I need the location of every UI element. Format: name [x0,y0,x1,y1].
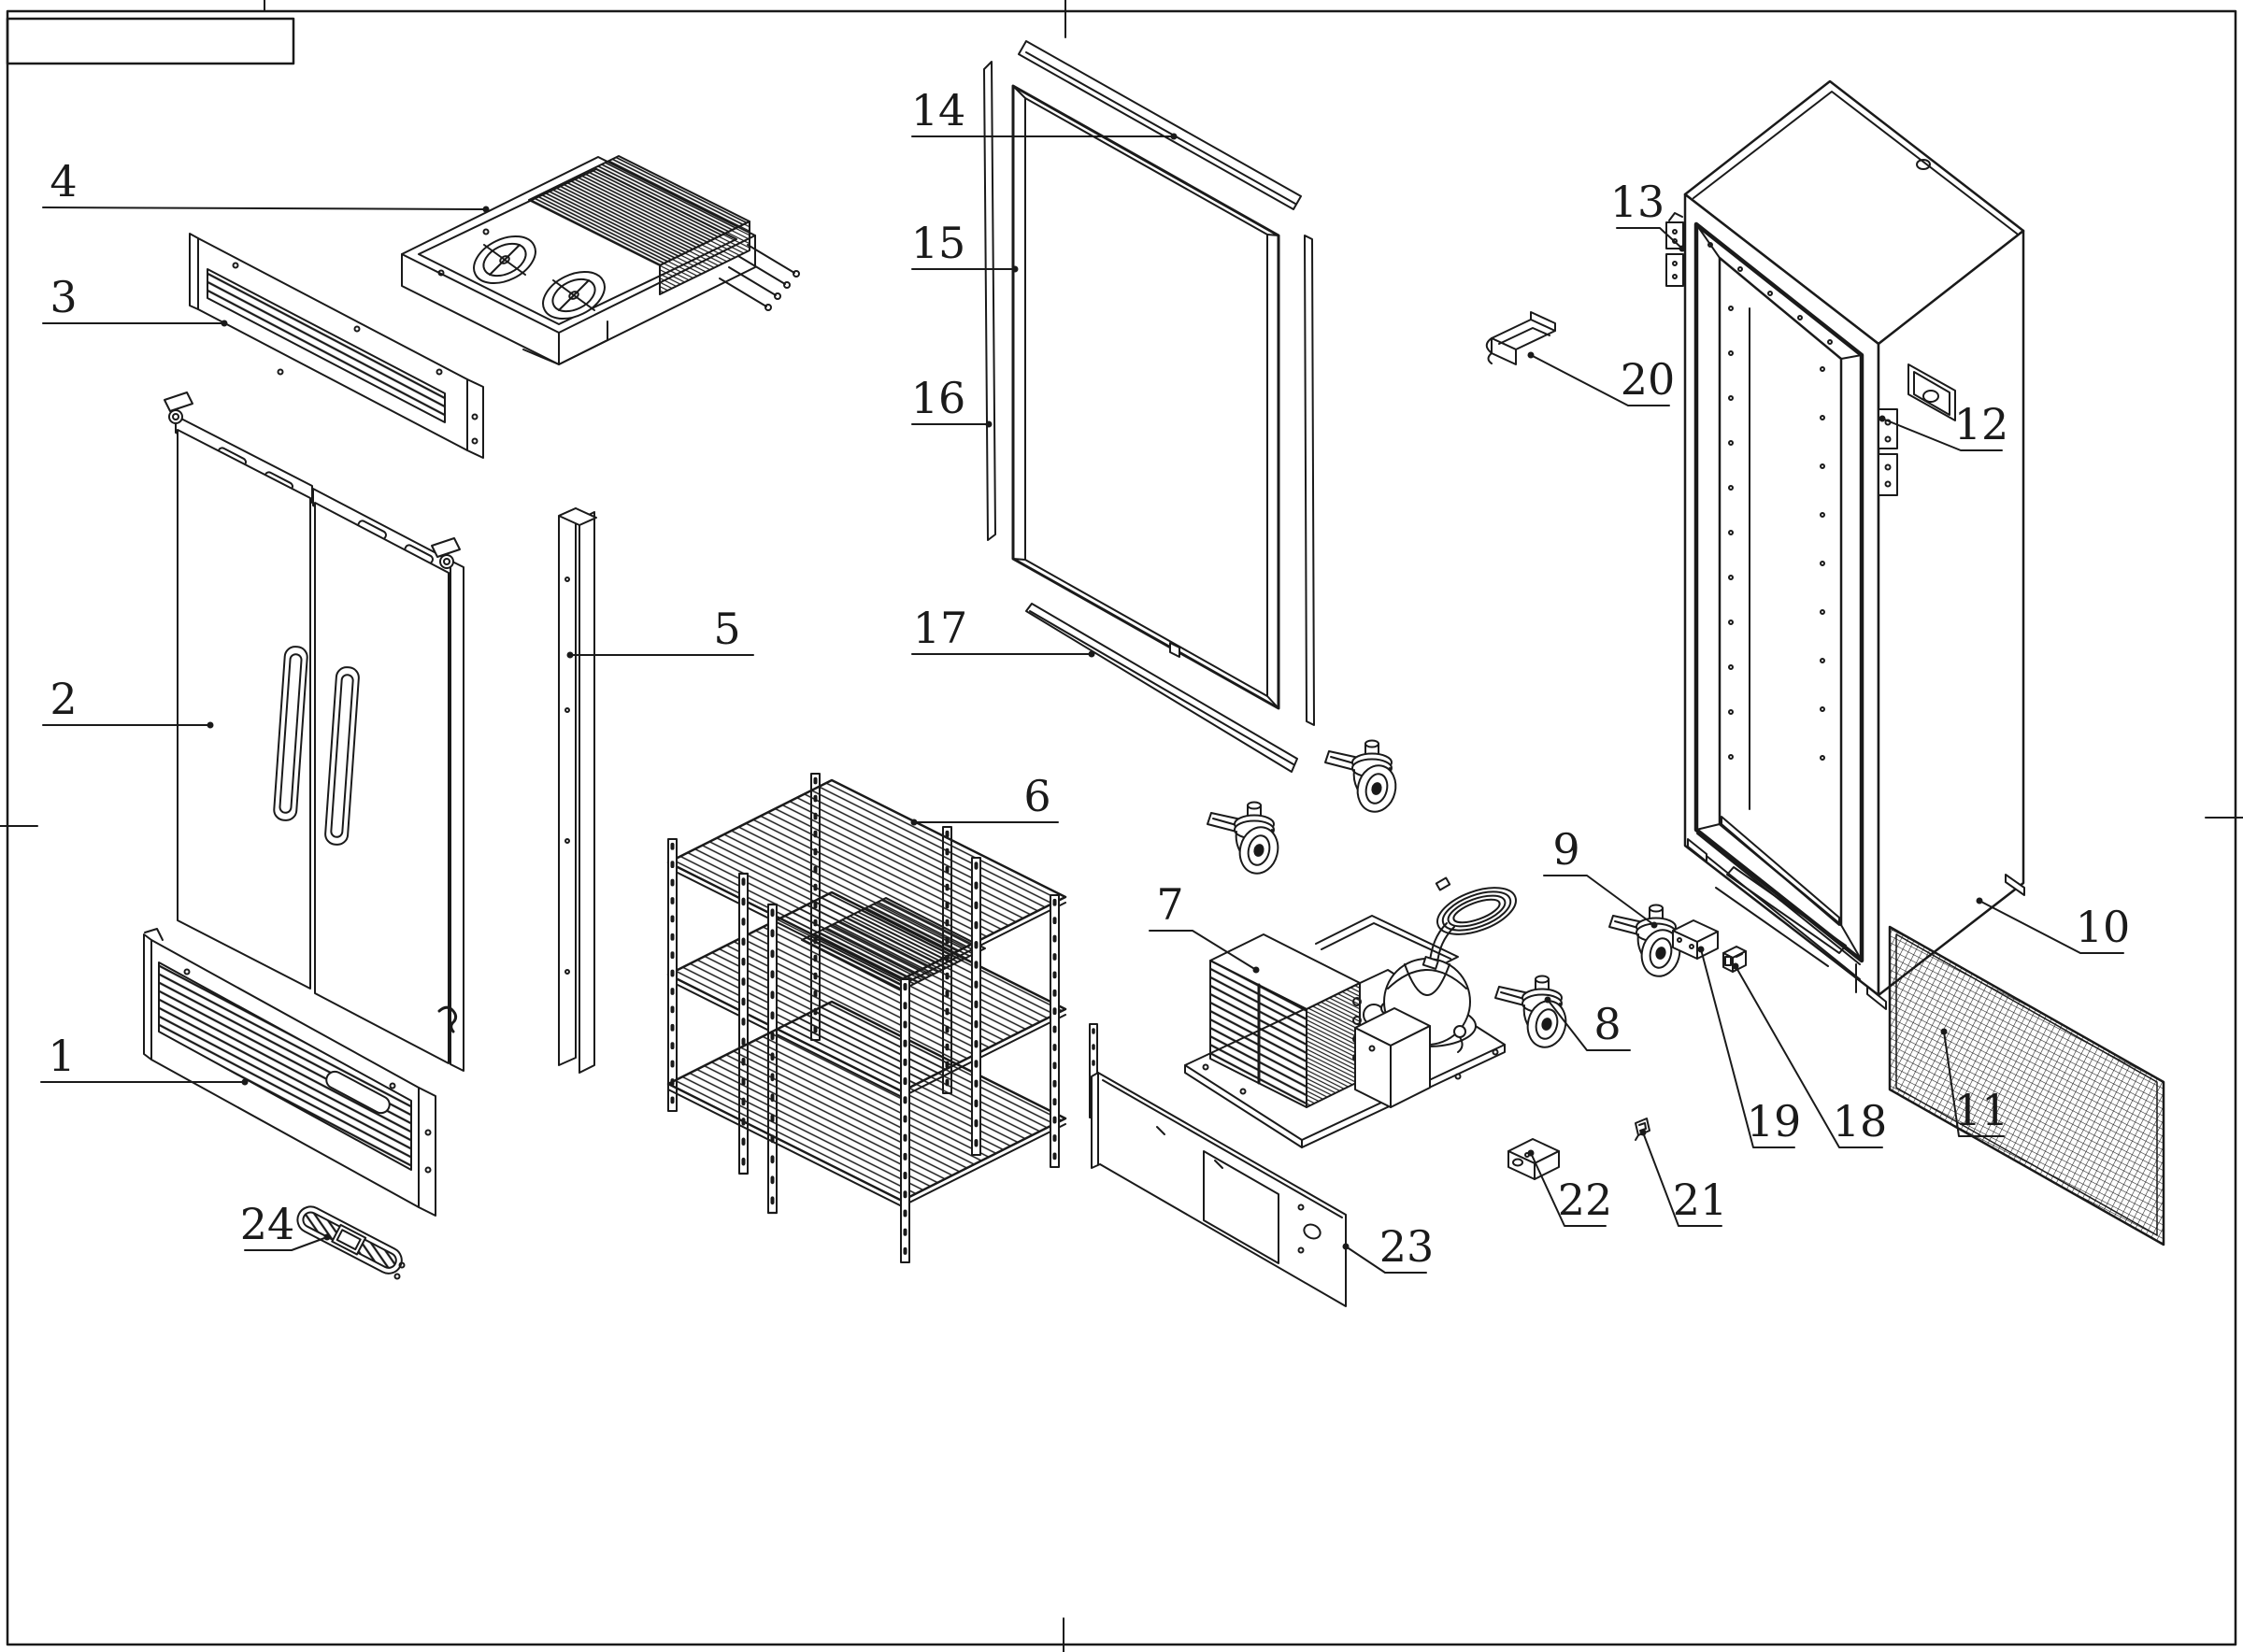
callout-2: 2 [42,674,214,729]
callout-5-label: 5 [713,604,740,654]
callout-18: 18 [1732,962,1888,1148]
callout-3-label: 3 [50,272,77,322]
callout-8: 8 [1544,996,1631,1051]
callout-9-label: 9 [1552,824,1579,875]
part-retaining-clip [1635,1118,1650,1141]
callout-21: 21 [1639,1129,1728,1227]
callout-13: 13 [1610,177,1686,252]
part-center-mullion-post [558,507,597,1074]
part-condenser-mesh-guard [1888,925,2165,1246]
callout-10-label: 10 [2076,902,2131,952]
callout-4: 4 [42,156,490,213]
callout-7-label: 7 [1156,879,1183,930]
callout-16-label: 16 [911,373,966,423]
callout-1: 1 [40,1031,249,1086]
callout-22-label: 22 [1558,1175,1613,1225]
part-front-top-louver-panel [189,233,484,459]
callout-15: 15 [911,218,1019,273]
part-rear-access-panel [1091,1072,1347,1307]
callout-8-label: 8 [1593,999,1621,1049]
callout-20-label: 20 [1621,354,1676,405]
callout-12-label: 12 [1954,399,2009,449]
caster-loose-front [1207,801,1284,879]
callout-6: 6 [910,771,1059,826]
callout-19: 19 [1697,946,1802,1148]
callout-19-label: 19 [1747,1096,1802,1146]
callout-7: 7 [1149,879,1260,974]
part-door-opening-frame [1011,84,1280,710]
callout-14-label: 14 [911,85,966,135]
callout-9: 9 [1543,824,1658,929]
callout-11: 11 [1940,1028,2009,1137]
callout-23: 23 [1342,1221,1435,1274]
callout-6-label: 6 [1023,771,1050,821]
callout-14: 14 [911,85,1178,140]
callout-2-label: 2 [50,674,77,724]
callouts: 1 2 3 4 5 6 7 [40,85,2131,1274]
part-rocker-switch [1722,946,1747,973]
callout-11-label: 11 [1954,1085,2009,1135]
callout-17-label: 17 [913,603,968,653]
part-evaporator-fan-assembly [401,155,800,365]
callout-13-label: 13 [1610,177,1665,227]
part-junction-box [1507,1138,1560,1180]
callout-4-label: 4 [50,156,77,206]
callout-15-label: 15 [911,218,966,268]
part-coiled-drain-hose [1422,876,1517,970]
part-door-hinge-top [1665,212,1684,287]
callout-17: 17 [911,603,1095,658]
title-block [6,17,295,65]
caster-loose-rear [1324,739,1402,818]
callout-18-label: 18 [1833,1096,1888,1146]
callout-20: 20 [1527,351,1676,406]
callout-24-label: 24 [240,1199,295,1249]
part-bottom-trim-strip [1025,603,1298,773]
callout-21-label: 21 [1673,1175,1728,1225]
part-drain-vent-grille [296,1205,406,1280]
callout-22: 22 [1527,1149,1613,1227]
part-condensing-unit [1184,915,1506,1148]
part-door-pair [164,392,464,1072]
callout-23-label: 23 [1379,1221,1435,1272]
callout-12: 12 [1879,399,2009,451]
part-front-bottom-louver-panel [143,928,436,1217]
callout-10: 10 [1976,897,2131,954]
callout-3: 3 [42,272,228,327]
part-wire-shelf-unit [666,772,1067,1262]
callout-1-label: 1 [48,1031,75,1081]
callout-16: 16 [911,373,993,428]
part-cabinet-body [1665,79,2025,1010]
part-top-trim-strip [1018,40,1302,210]
part-hinge-cover-bracket [1485,311,1556,365]
part-side-trim-strip [983,61,1315,726]
callout-24: 24 [240,1199,331,1251]
callout-5: 5 [566,604,754,659]
